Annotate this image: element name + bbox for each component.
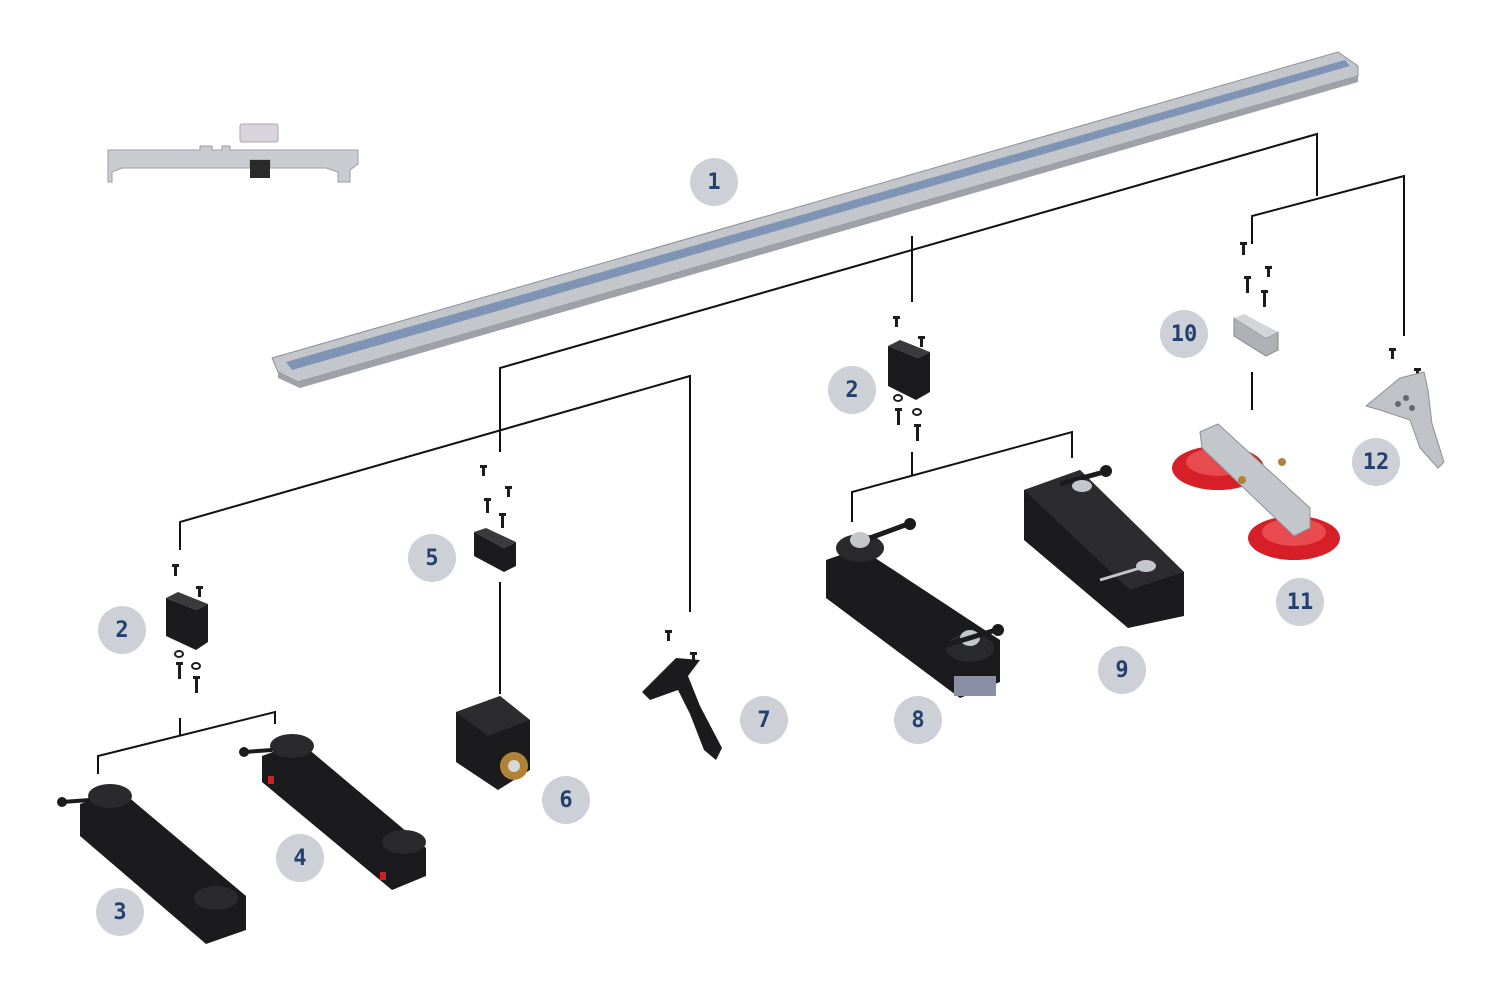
part-label-2-lower: 2 [98,606,146,654]
part-label-1: 1 [690,158,738,206]
rail-cross-section-inset [107,123,359,183]
screw-icon [918,336,925,347]
screw-icon [1389,348,1396,359]
part-label-12: 12 [1352,438,1400,486]
small-block [474,528,516,572]
part-label-6: 6 [542,776,590,824]
screw-icon [499,513,506,528]
screw-icon [1265,266,1272,277]
screw-icon [690,652,697,663]
grey-block [1233,314,1279,357]
screw-icon [196,586,203,597]
grey-bracket [1364,371,1445,469]
part-label-2-upper: 2 [828,366,876,414]
screw-icon [172,564,179,576]
screw-icon [1261,290,1268,307]
screw-icon [914,424,921,441]
adapter-block-lower [166,592,208,650]
clamp-assembly-closed [1024,465,1184,628]
screw-icon [665,630,672,641]
aluminium-rail [271,51,1359,388]
part-label-10: 10 [1160,310,1208,358]
screw-icon [1240,242,1247,255]
black-arm-left [57,784,246,944]
screw-icon [484,498,491,513]
part-label-7: 7 [740,696,788,744]
part-label-11: 11 [1276,578,1324,626]
screw-icon [1244,276,1251,293]
part-label-3: 3 [96,888,144,936]
screw-icon [193,676,200,693]
adapter-block-upper [888,340,930,400]
suction-cup-holder [1172,423,1340,560]
screw-icon [505,486,512,497]
black-arm-right [239,734,426,890]
screw-icon [176,662,183,679]
screw-group [172,242,1421,693]
black-clamp-bracket [642,658,722,760]
clamp-assembly-open [826,518,1004,698]
screw-icon [893,316,900,327]
screw-icon [480,465,487,476]
leader-lines [97,132,1405,774]
part-label-8: 8 [894,696,942,744]
screw-icon [895,408,902,425]
part-label-9: 9 [1098,646,1146,694]
black-box-unit [456,696,530,790]
part-label-4: 4 [276,834,324,882]
part-label-5: 5 [408,534,456,582]
